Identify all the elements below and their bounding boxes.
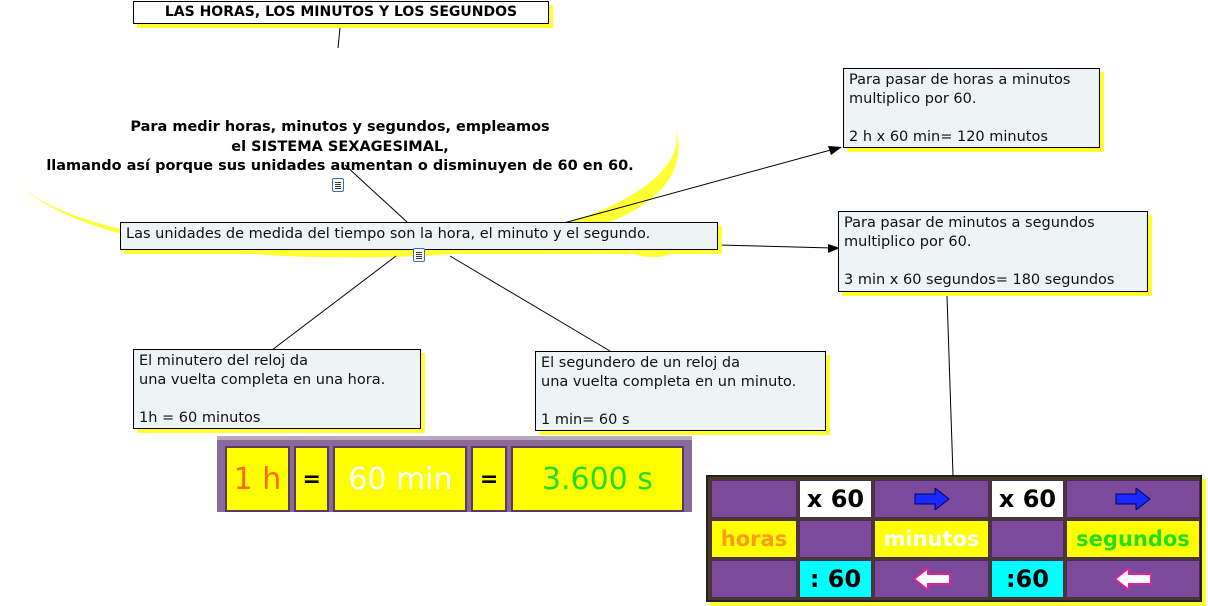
multiply-cell: x 60 — [799, 480, 872, 518]
map-title: LAS HORAS, LOS MINUTOS Y LOS SEGUNDOS — [133, 1, 549, 24]
node-segundero[interactable]: El segundero de un reloj da una vuelta c… — [535, 351, 826, 431]
empty-cell — [711, 560, 797, 598]
empty-cell — [799, 520, 872, 558]
right-arrow-icon — [874, 480, 989, 518]
left-arrow-icon — [1066, 560, 1200, 598]
segundos-cell: segundos — [1066, 520, 1200, 558]
node-horas-minutos[interactable]: Para pasar de horas a minutos multiplico… — [843, 68, 1100, 148]
equals-cell: = — [471, 446, 507, 512]
horas-cell: horas — [711, 520, 797, 558]
hour-cell: 1 h — [225, 446, 290, 512]
minutes-cell: 60 min — [333, 446, 468, 512]
multiply-cell: x 60 — [991, 480, 1064, 518]
equals-cell: = — [293, 446, 330, 512]
seconds-cell: 3.600 s — [510, 446, 684, 512]
empty-cell — [711, 480, 797, 518]
right-arrow-icon — [1066, 480, 1200, 518]
conversion-table-image: x 60 x 60 horas minutos segundos : 60 :6… — [706, 475, 1202, 602]
node-minutero[interactable]: El minutero del reloj da una vuelta comp… — [133, 349, 421, 429]
intro-line: el SISTEMA SEXAGESIMAL, — [231, 138, 449, 155]
minutos-cell: minutos — [874, 520, 989, 558]
node-minutos-segundos[interactable]: Para pasar de minutos a segundos multipl… — [838, 211, 1148, 292]
document-icon[interactable] — [413, 248, 425, 262]
main-concept-node[interactable]: Las unidades de medida del tiempo son la… — [120, 222, 718, 250]
intro-text: Para medir horas, minutos y segundos, em… — [10, 118, 670, 177]
intro-line: llamando así porque sus unidades aumenta… — [46, 158, 634, 174]
intro-line: Para medir horas, minutos y segundos, em… — [130, 119, 550, 135]
document-icon[interactable] — [332, 178, 344, 192]
divide-cell: : 60 — [799, 560, 872, 598]
equivalence-image: 1 h = 60 min = 3.600 s — [217, 436, 692, 512]
empty-cell — [991, 520, 1064, 558]
left-arrow-icon — [874, 560, 989, 598]
divide-cell: :60 — [991, 560, 1064, 598]
